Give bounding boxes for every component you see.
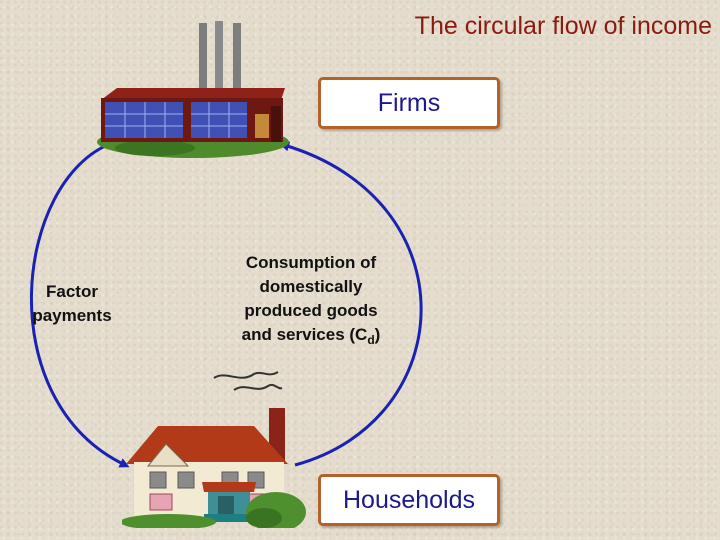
factor-payments-line: payments — [32, 306, 112, 325]
households-box: Households — [318, 474, 500, 526]
consumption-arrow — [279, 141, 423, 467]
factor-payments-arrow — [30, 141, 130, 468]
firms-box: Firms — [318, 77, 500, 129]
consumption-line-last: and services (Cd) — [222, 323, 400, 347]
factory-icon — [97, 21, 289, 158]
consumption-line-suffix: ) — [374, 325, 381, 344]
factor-payments-line: Factor — [46, 282, 98, 301]
house-icon — [122, 371, 306, 528]
consumption-subscript: d — [367, 333, 375, 347]
consumption-label: Consumption of domestically produced goo… — [222, 251, 400, 347]
firms-label: Firms — [377, 88, 441, 117]
factor-payments-label: Factor payments — [14, 280, 130, 328]
households-label: Households — [342, 485, 476, 514]
consumption-line: domestically — [259, 277, 363, 296]
consumption-line: Consumption of — [245, 253, 377, 272]
consumption-line-prefix: and services (C — [241, 325, 368, 344]
consumption-line: produced goods — [244, 301, 378, 320]
diagram-title: The circular flow of income — [414, 12, 712, 40]
